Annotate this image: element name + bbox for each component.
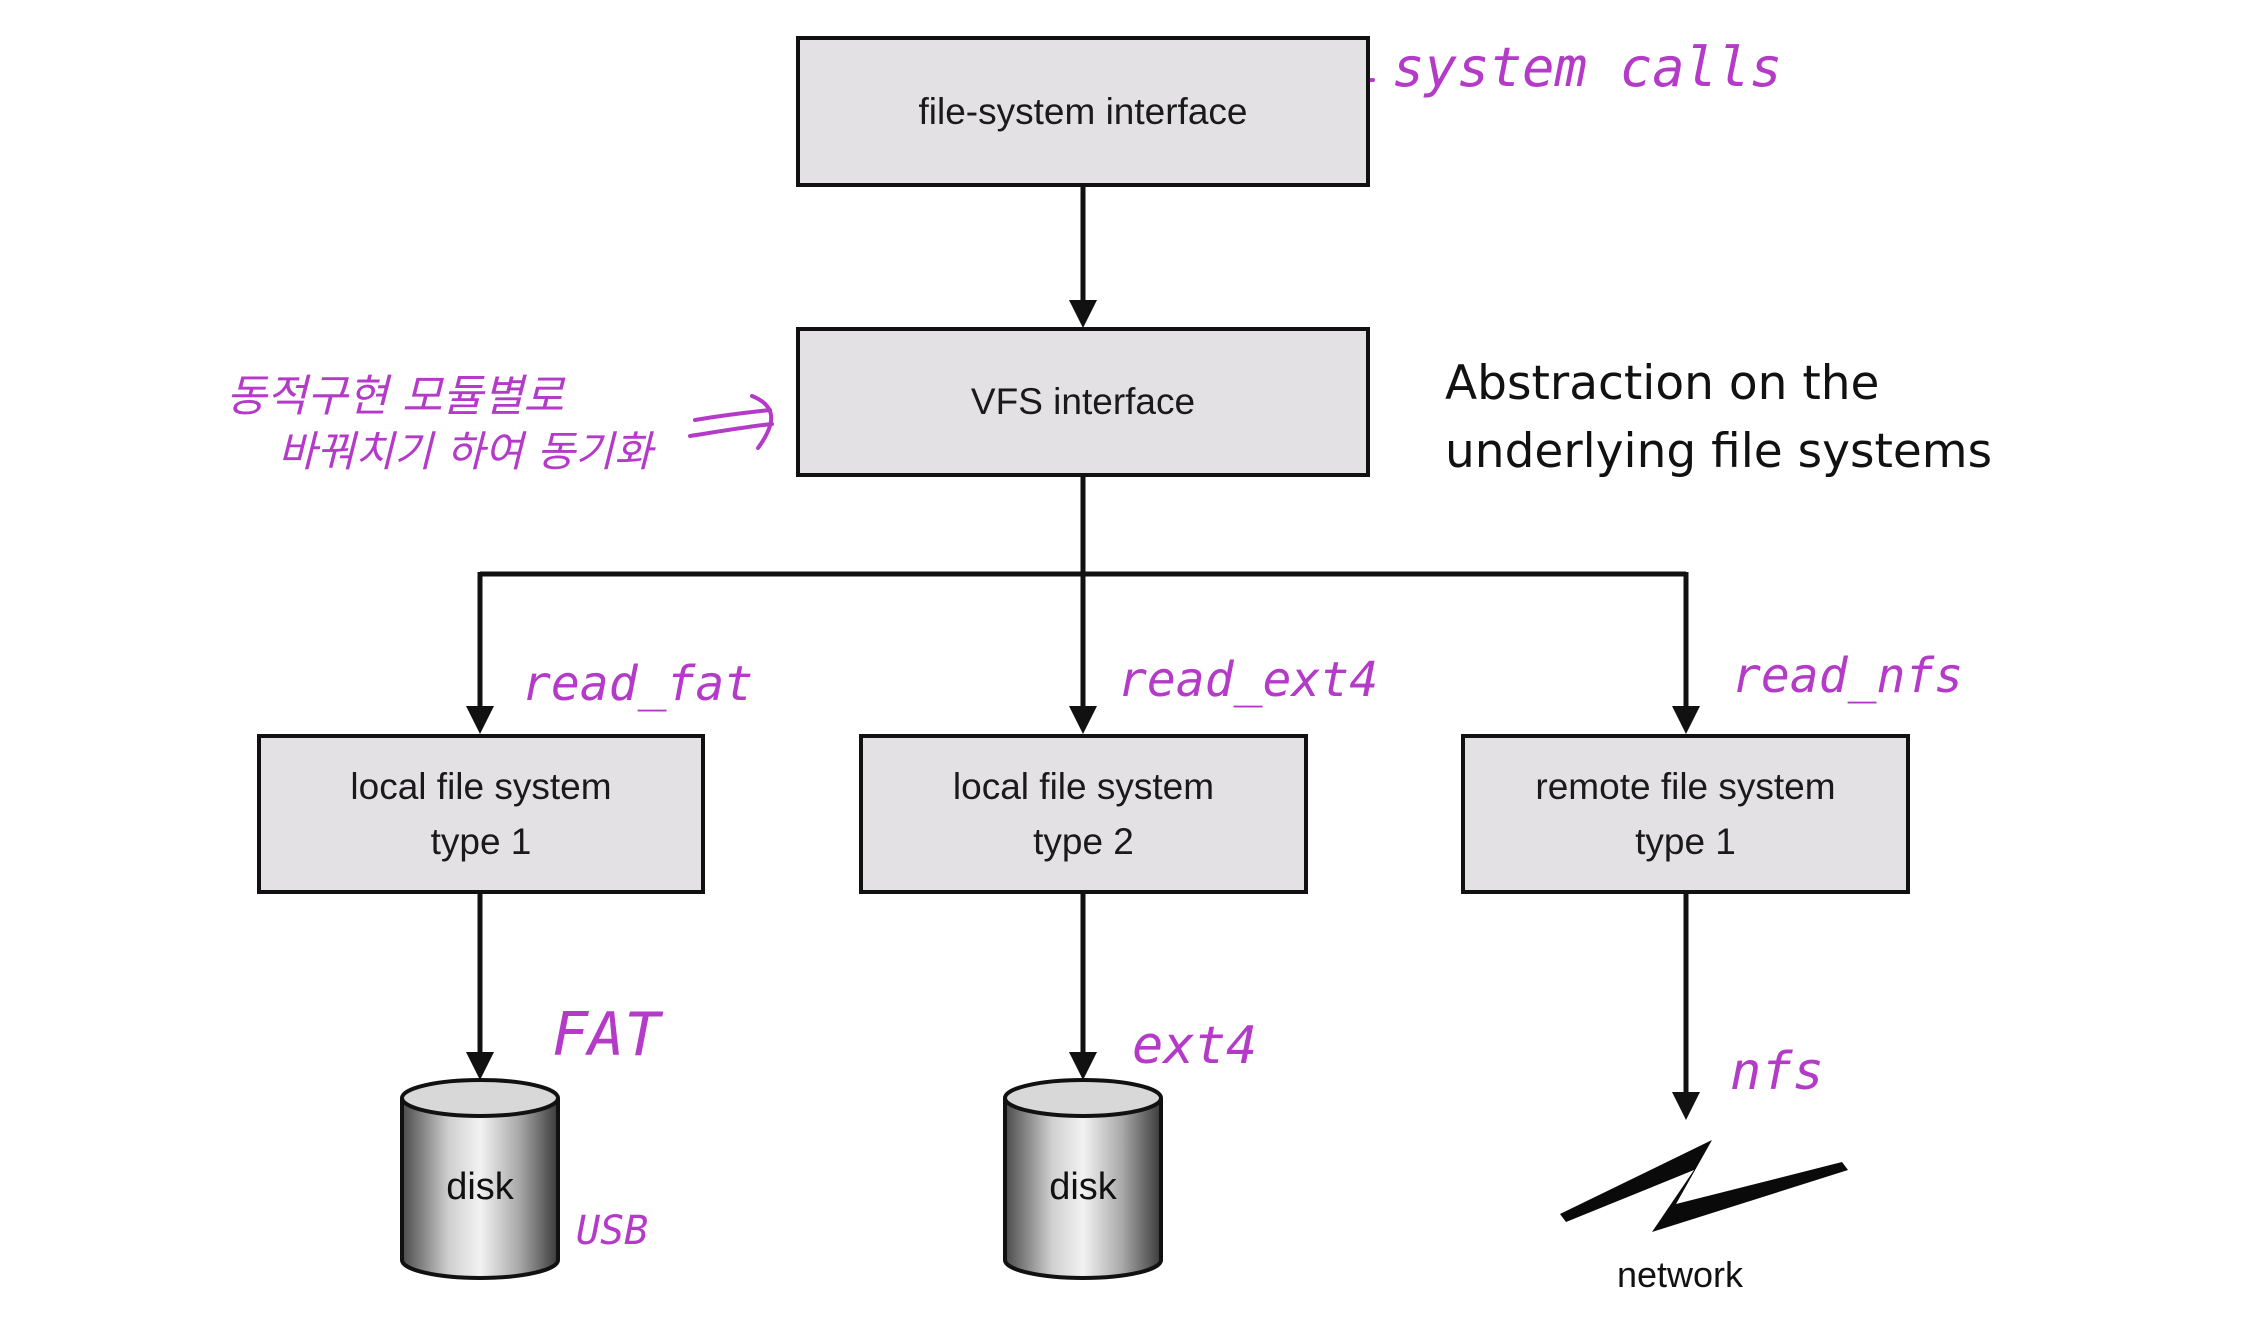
- annotation-ext4: ext4: [1132, 1016, 1258, 1076]
- abstraction-note-line1: Abstraction on the: [1445, 356, 1880, 411]
- vfs-interface-box: VFS interface: [796, 327, 1370, 477]
- box-label-line1: local file system: [350, 765, 612, 807]
- annotation-nfs: nfs: [1730, 1042, 1824, 1102]
- box-label-line2: type 1: [430, 821, 532, 862]
- network-label: network: [1616, 1254, 1744, 1295]
- local-file-system-type2-box: local file system type 2: [859, 734, 1308, 894]
- disk-icon: [400, 1078, 560, 1280]
- annotation-korean-line2: 바꿔치기 하여 동기화: [278, 427, 653, 476]
- annotation-read-fat: read_fat: [522, 656, 754, 712]
- annotation-korean-line1: 동적구현 모듈별로: [226, 371, 564, 422]
- box-label-line2: type 1: [1635, 821, 1736, 862]
- annotation-fat: FAT: [552, 1000, 661, 1070]
- network-icon: [1560, 1140, 1848, 1232]
- file-system-interface-box: file-system interface: [796, 36, 1370, 187]
- vfs-note-arrow-icon: [688, 394, 774, 450]
- abstraction-note: Abstraction on the underlying file syste…: [1445, 350, 1992, 486]
- arrow-local2-to-disk: [1069, 893, 1097, 1080]
- disk-label: disk: [446, 1166, 514, 1208]
- file-system-interface-label: file-system interface: [918, 90, 1248, 132]
- remote-file-system-type1-box: remote file system type 1: [1461, 734, 1910, 894]
- vfs-interface-label: VFS interface: [970, 381, 1196, 423]
- branch-lines: [480, 474, 1686, 577]
- annotation-usb: USB: [576, 1208, 649, 1254]
- arrow-vfs-to-local2: [1069, 572, 1097, 734]
- annotation-read-nfs: read_nfs: [1732, 648, 1964, 704]
- arrow-local1-to-disk: [466, 893, 494, 1080]
- annotation-read-ext4: read_ext4: [1118, 652, 1379, 708]
- disk-icon: [1003, 1078, 1163, 1280]
- arrow-vfs-to-local1: [466, 572, 494, 734]
- box-label-line1: local file system: [952, 765, 1215, 807]
- disk-label: disk: [1049, 1166, 1117, 1208]
- box-label-line1: remote file system: [1535, 765, 1836, 807]
- arrow-remote1-to-network: [1672, 893, 1700, 1120]
- box-label-line2: type 2: [1033, 821, 1134, 862]
- local-file-system-type1-box: local file system type 1: [257, 734, 705, 894]
- abstraction-note-line2: underlying file systems: [1445, 424, 1993, 479]
- annotation-system-calls: system calls: [1392, 36, 1783, 99]
- arrow-vfs-to-remote1: [1672, 572, 1700, 734]
- arrow-fs-to-vfs: [1069, 185, 1097, 328]
